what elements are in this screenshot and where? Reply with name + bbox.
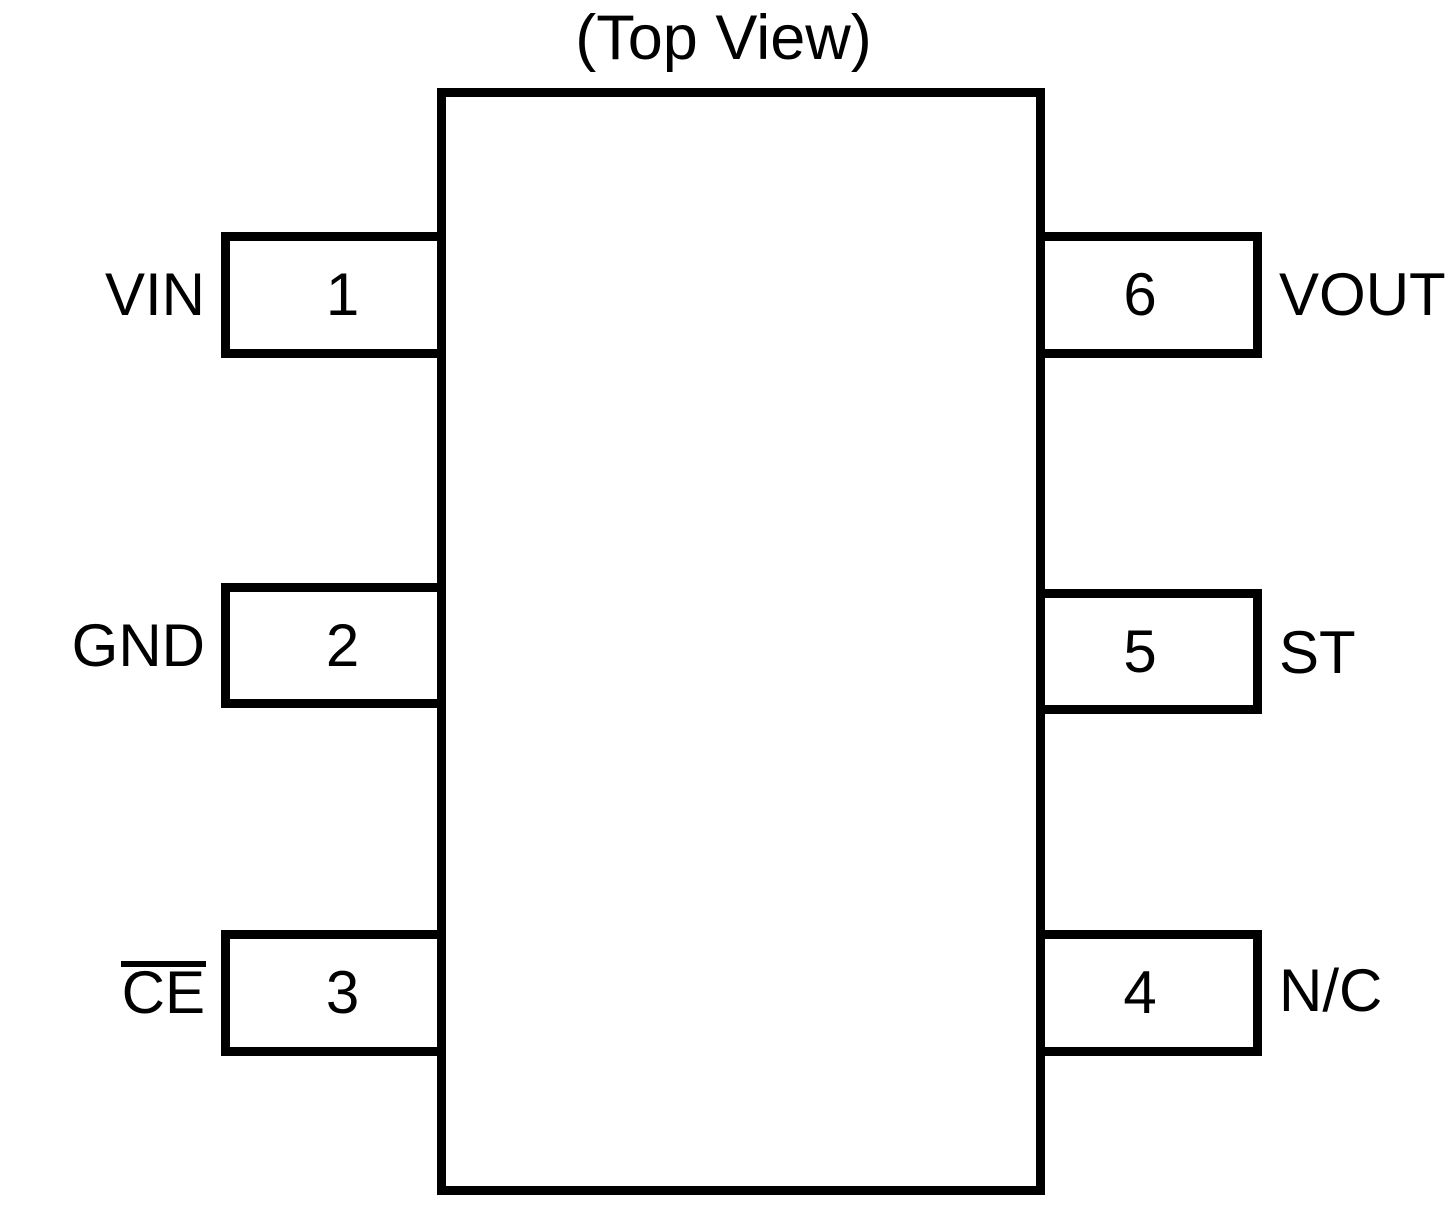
pin-number-5: 5 <box>1123 617 1157 685</box>
pin-box-1: 1 <box>221 232 446 358</box>
pin-box-6: 6 <box>1036 232 1262 358</box>
view-title-text: (Top View) <box>575 3 872 73</box>
package-body <box>437 88 1045 1195</box>
pin-box-5: 5 <box>1036 589 1262 714</box>
pin-number-6: 6 <box>1123 261 1157 328</box>
pin-label-vin-text: VIN <box>104 261 205 328</box>
pin-number-1: 1 <box>325 261 360 328</box>
pin-label-ce-text: CE <box>120 959 207 1026</box>
pin-label-gnd-text: GND <box>71 612 205 679</box>
pin-label-vout-text: VOUT <box>1279 261 1446 328</box>
pin-label-vin: VIN <box>105 262 205 328</box>
view-title: (Top View) <box>0 2 1451 74</box>
pin-label-st-text: ST <box>1279 619 1356 686</box>
pin-label-ce: CE <box>120 958 207 1026</box>
pin-label-gnd: GND <box>72 613 205 679</box>
pin-box-4: 4 <box>1036 930 1262 1056</box>
pin-number-2: 2 <box>325 611 360 679</box>
pin-label-st: ST <box>1279 620 1356 686</box>
pin-number-3: 3 <box>325 959 360 1026</box>
pin-box-2: 2 <box>221 583 446 708</box>
pin-number-4: 4 <box>1123 959 1157 1026</box>
pin-label-nc-text: N/C <box>1279 957 1383 1024</box>
pin-label-nc: N/C <box>1279 958 1382 1024</box>
pin-label-vout: VOUT <box>1279 262 1446 328</box>
pin-box-3: 3 <box>221 930 446 1056</box>
